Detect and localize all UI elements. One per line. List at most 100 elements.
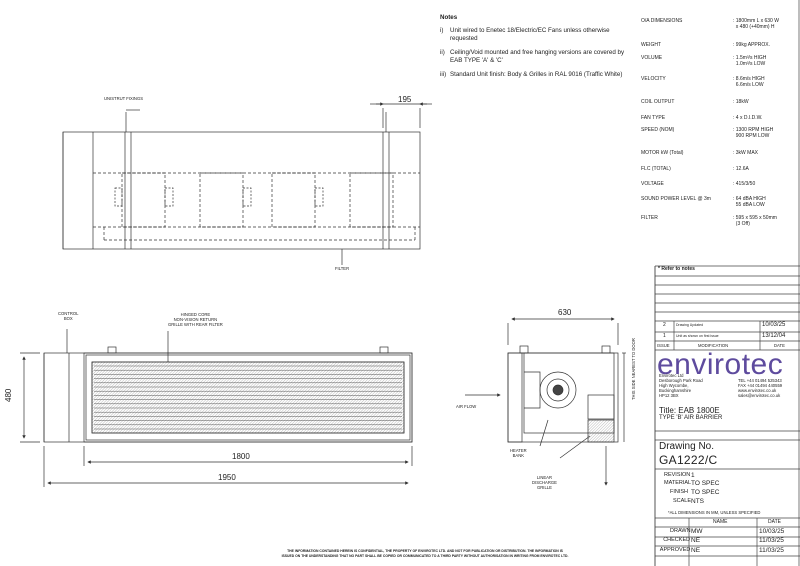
label-line: HEATER [510,448,527,453]
approval-header-name: NAME [713,519,728,525]
title-line-2: TYPE 'B' AIR BARRIER [659,415,723,421]
spec-label: SPEED (NOM) [641,127,675,133]
spec-value: : 415/3/50 [733,181,756,187]
note-number: iii) [440,71,447,78]
title-line-1: Title: EAB 1800E [659,406,720,415]
spec-label: MOTOR kW (Total) [641,150,684,156]
info-key: MATERIAL [664,480,692,486]
revision-header-issue: ISSUE [657,343,670,348]
dims-note: *ALL DIMENSIONS IN MM, UNLESS SPECIFIED [668,510,761,515]
spec-value: : 1800mm L x 630 W x 480 (+40mm) H [733,18,779,31]
label-air-flow: AIR FLOW [456,404,477,409]
label-filter: FILTER [335,266,350,271]
notes-section: Notes i)Unit wired to Enetec 18/Electric… [440,14,640,85]
spec-label: VELOCITY [641,76,666,82]
revision-issue: 2 [663,322,666,328]
approval-date: 10/03/25 [759,528,785,535]
revision-issue: 1 [663,333,666,339]
label-line: NON-VISION RETURN [173,317,218,322]
label-unistrut: UNISTRUT FIXINGS [104,96,144,101]
label-line: CONTROL [58,311,79,316]
spec-value: : 595 x 595 x 50mm (3 Off) [733,215,777,228]
spec-label: SOUND POWER LEVEL @ 3m [641,196,711,202]
disclaimer-line-2: ISSUED ON THE UNDERSTANDING THAT NO PART… [281,554,569,558]
label-line: GRILLE [537,485,552,490]
spec-value: : 1.5m³/s HIGH 1.0m³/s LOW [733,55,767,68]
note-item: iii)Standard Unit finish: Body & Grilles… [440,71,640,79]
top-view [62,102,432,265]
address-line: HP12 3BX [659,393,679,398]
spec-value: : 1300 RPM HIGH 900 RPM LOW [733,127,774,140]
label-line: BOX [63,316,73,321]
note-item: i) Unit wired to Enetec 18/Electric/EC Fa… [440,27,640,43]
front-view [20,329,413,487]
spec-value: : 8.6m/s HIGH 6.6m/s LOW [733,76,765,89]
revision-header-date: DATE [774,343,785,348]
company-logo: envirotec [657,348,784,381]
spec-label: VOLTAGE [641,181,664,187]
spec-value: : 99kg APPROX. [733,42,770,48]
spec-value: : 4 x D.I.D.W. [733,115,763,121]
title-block-frame [654,0,800,566]
side-view [465,317,626,486]
approval-role: CHECKED [663,537,691,543]
info-value: NTS [691,498,704,505]
info-value: 1 [691,472,695,479]
dim-480: 480 [4,388,13,402]
spec-label: FAN TYPE [641,115,666,121]
note-text: Unit wired to Enetec 18/Electric/EC Fans… [450,27,610,42]
drawing-no-label: Drawing No. [659,441,715,452]
contact-line: TEL +44 01494 525343 [738,378,782,383]
title-block-title: Title: EAB 1800E TYPE 'B' AIR BARRIER [659,407,722,422]
spec-label: WEIGHT [641,42,661,48]
revision-date: 10/03/25 [762,322,786,328]
drawing-number: GA1222/C [659,453,718,467]
approval-role: APPROVED [659,547,691,553]
note-number: ii) [440,49,445,56]
spec-value: : 18kW [733,99,749,105]
spec-label: FLC (TOTAL) [641,166,671,172]
spec-value: : 64 dBA HIGH 55 dBA LOW [733,196,766,209]
info-key: SCALE [673,498,692,504]
address-line: High Wycombe, [659,383,689,388]
info-key: FINISH [670,489,689,495]
dim-1800: 1800 [232,452,250,461]
spec-label: VOLUME [641,55,663,61]
dim-630: 630 [558,308,572,317]
label-line: LINEAR [536,475,553,480]
approval-name: MW [691,528,703,535]
contact-line: FAX +44 01494 440559 [738,383,783,388]
revision-date: 13/12/04 [762,333,786,339]
address-line: Desborough Park Road [659,378,703,383]
contact-line: www.envirotec.co.uk [738,388,777,393]
company-name: Envirotec Ltd [659,373,684,378]
disclaimer: THE INFORMATION CONTAINED HEREIN IS CONF… [200,549,650,559]
revision-modification: Drawing Updated [676,323,704,327]
spec-label: FILTER [641,215,658,221]
revision-modification: Unit as shown on first issue [676,334,719,338]
info-key: REVISION [664,472,691,478]
revision-header-mod: MODIFICATION [698,343,729,348]
dim-195: 195 [398,95,412,104]
approval-date: 11/03/25 [759,547,784,554]
spec-value: : 12.6A [733,166,749,172]
refer-notes: * Refer to notes [658,266,695,272]
approval-header-date: DATE [768,519,781,525]
contact-line: sales@envirotec.co.uk [738,393,781,398]
note-text: Ceiling/Void mounted and free hanging ve… [450,49,625,64]
info-value: TO SPEC [691,489,720,496]
approval-date: 11/03/25 [759,537,784,544]
label-line: DISCHARGE [532,480,557,485]
note-number: i) [440,27,444,34]
note-text: Standard Unit finish: Body & Grilles in … [450,71,623,78]
disclaimer-line-1: THE INFORMATION CONTAINED HEREIN IS CONF… [287,549,563,553]
label-line: GRILLE WITH REAR FILTER [168,322,223,327]
address-line: Buckinghamshire [659,388,692,393]
notes-list: i) Unit wired to Enetec 18/Electric/EC Fa… [440,27,640,79]
